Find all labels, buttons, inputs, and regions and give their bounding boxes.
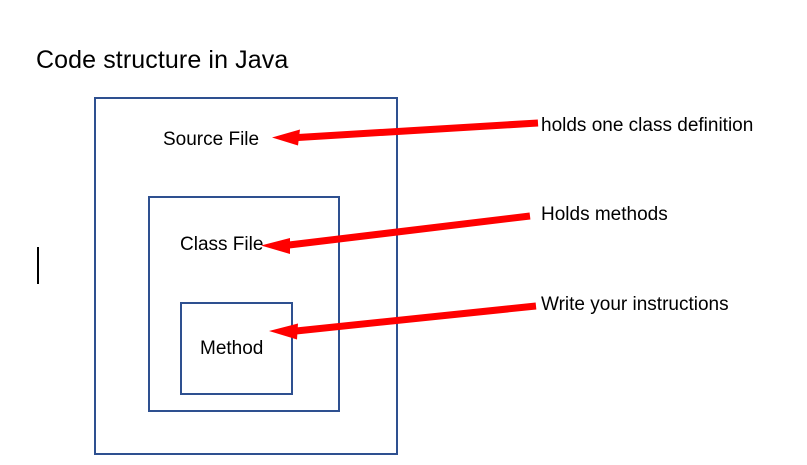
- callout-text-source-file: holds one class definition: [541, 115, 754, 136]
- box-label-class-file: Class File: [180, 234, 264, 255]
- callout-text-class-file: Holds methods: [541, 204, 668, 225]
- box-source-file[interactable]: [94, 97, 398, 455]
- box-label-method: Method: [200, 338, 264, 359]
- page-title: Code structure in Java: [36, 46, 289, 74]
- callout-text-method: Write your instructions: [541, 294, 729, 315]
- text-cursor: [37, 247, 39, 284]
- box-method[interactable]: [180, 302, 293, 395]
- box-label-source-file: Source File: [163, 129, 260, 150]
